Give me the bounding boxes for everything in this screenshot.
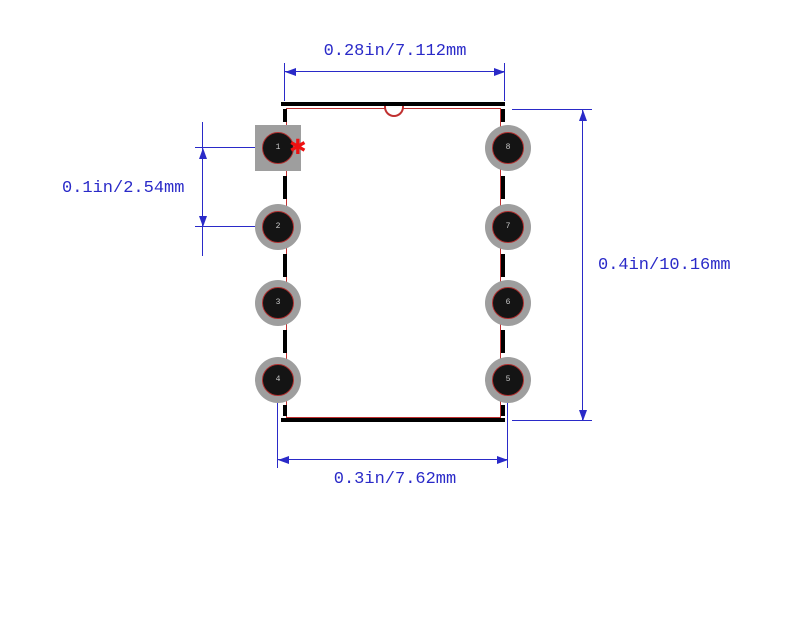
- package-top-edge: [281, 102, 505, 106]
- package-bottom-edge: [281, 418, 505, 422]
- drill-hole: 3: [262, 287, 294, 319]
- arrowhead-up-icon: [579, 110, 587, 121]
- extension-line: [277, 395, 278, 468]
- package-side-dash: [501, 405, 505, 416]
- arrowhead-up-icon: [199, 148, 207, 159]
- dimension-line-left: [202, 122, 203, 256]
- dimension-label-left: 0.1in/2.54mm: [62, 179, 185, 198]
- package-side-dash: [501, 109, 505, 122]
- extension-line: [195, 147, 265, 148]
- dimension-label-bottom: 0.3in/7.62mm: [333, 470, 457, 489]
- package-side-dash: [283, 176, 287, 199]
- pin-number: 8: [505, 143, 511, 152]
- pad-8: 8: [485, 125, 531, 171]
- pin-number: 5: [505, 375, 511, 384]
- pad-3: 3: [255, 280, 301, 326]
- pad-7: 7: [485, 204, 531, 250]
- extension-line: [512, 109, 592, 110]
- drill-hole: 7: [492, 211, 524, 243]
- drill-hole: 5: [492, 364, 524, 396]
- package-side-dash: [283, 330, 287, 353]
- pad-1: 1: [255, 125, 301, 171]
- pad-4: 4: [255, 357, 301, 403]
- pin-number: 6: [505, 298, 511, 307]
- pin-number: 4: [275, 375, 281, 384]
- dimension-label-right: 0.4in/10.16mm: [598, 256, 731, 275]
- package-side-dash: [501, 176, 505, 199]
- pin-number: 3: [275, 298, 281, 307]
- arrowhead-left-icon: [285, 68, 296, 76]
- package-side-dash: [501, 330, 505, 353]
- drill-hole: 6: [492, 287, 524, 319]
- pin-number: 2: [275, 222, 281, 231]
- dimension-line-top: [285, 71, 505, 72]
- drill-hole: 4: [262, 364, 294, 396]
- dimension-line-right: [582, 110, 583, 421]
- courtyard-outline: [286, 108, 501, 418]
- pad-5: 5: [485, 357, 531, 403]
- pad-6: 6: [485, 280, 531, 326]
- package-side-dash: [283, 405, 287, 416]
- extension-line: [284, 63, 285, 101]
- drill-hole: 2: [262, 211, 294, 243]
- extension-line: [504, 63, 505, 101]
- dimension-line-bottom: [278, 459, 508, 460]
- pin-number: 1: [275, 143, 281, 152]
- arrowhead-right-icon: [497, 456, 508, 464]
- pad-2: 2: [255, 204, 301, 250]
- dimension-label-top: 0.28in/7.112mm: [323, 42, 467, 61]
- drill-hole: 8: [492, 132, 524, 164]
- drill-hole: 1: [262, 132, 294, 164]
- arrowhead-down-icon: [199, 216, 207, 227]
- pin-number: 7: [505, 222, 511, 231]
- pin1-marker-icon: ✱: [289, 135, 307, 159]
- arrowhead-down-icon: [579, 410, 587, 421]
- package-side-dash: [283, 109, 287, 122]
- arrowhead-right-icon: [494, 68, 505, 76]
- arrowhead-left-icon: [278, 456, 289, 464]
- package-side-dash: [501, 254, 505, 277]
- package-side-dash: [283, 254, 287, 277]
- extension-line: [512, 420, 592, 421]
- extension-line: [507, 395, 508, 468]
- extension-line: [195, 226, 257, 227]
